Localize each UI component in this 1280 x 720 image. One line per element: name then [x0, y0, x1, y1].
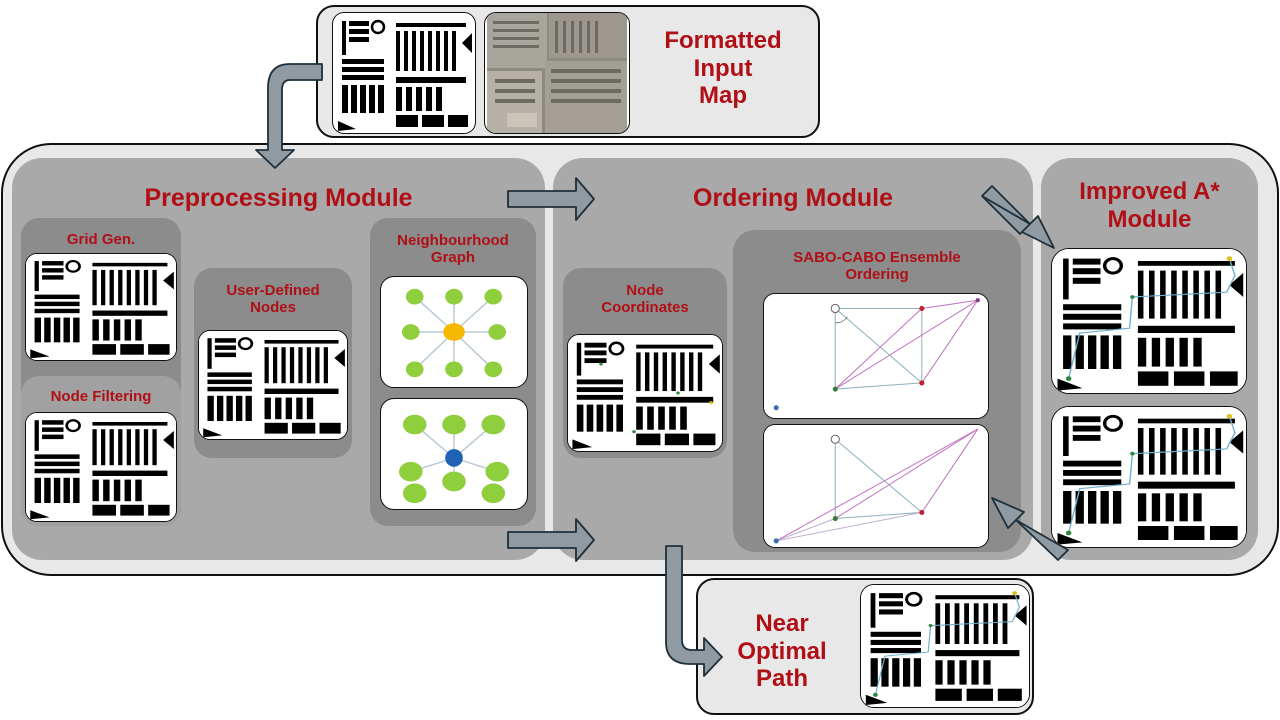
astar-path-map-2: [1051, 406, 1247, 548]
node-coordinates-label: Node Coordinates: [601, 282, 689, 317]
input-satellite-map: [484, 12, 630, 134]
neighbourhood-graph-orange: [380, 276, 528, 388]
node-coordinates-map: [567, 334, 723, 452]
neighbourhood-graph-label: Neighbourhood Graph: [397, 232, 509, 267]
grid-gen-label: Grid Gen.: [66, 231, 136, 248]
neighbourhood-graph-blue: [380, 398, 528, 510]
output-title: Near Optimal Path: [737, 610, 827, 693]
astar-path-map-1: [1051, 248, 1247, 394]
user-defined-nodes-map: [198, 330, 348, 440]
grid-gen-map: [25, 253, 177, 361]
output-panel: Near Optimal Path: [696, 578, 1034, 715]
input-map-panel: Formatted Input Map: [316, 5, 820, 138]
astar-module: Improved A* Module: [1041, 158, 1258, 560]
output-path-map: [860, 584, 1030, 708]
sabo-ordering-plot: [763, 293, 989, 419]
astar-title: Improved A* Module: [1079, 178, 1220, 233]
ordering-title: Ordering Module: [693, 184, 893, 212]
input-map-title: Formatted Input Map: [664, 27, 782, 110]
node-filtering-map: [25, 412, 177, 522]
preprocessing-module: Preprocessing Module Grid Gen. Node Filt…: [12, 158, 545, 560]
preprocessing-title: Preprocessing Module: [144, 184, 413, 212]
ensemble-label: SABO-CABO Ensemble Ordering: [793, 249, 961, 284]
cabo-ordering-plot: [763, 424, 989, 548]
node-filtering-label: Node Filtering: [50, 388, 152, 405]
ordering-module: Ordering Module Node Coordinates SABO-CA…: [553, 158, 1033, 560]
input-binary-map: [332, 12, 476, 134]
user-defined-nodes-label: User-Defined Nodes: [226, 282, 320, 317]
